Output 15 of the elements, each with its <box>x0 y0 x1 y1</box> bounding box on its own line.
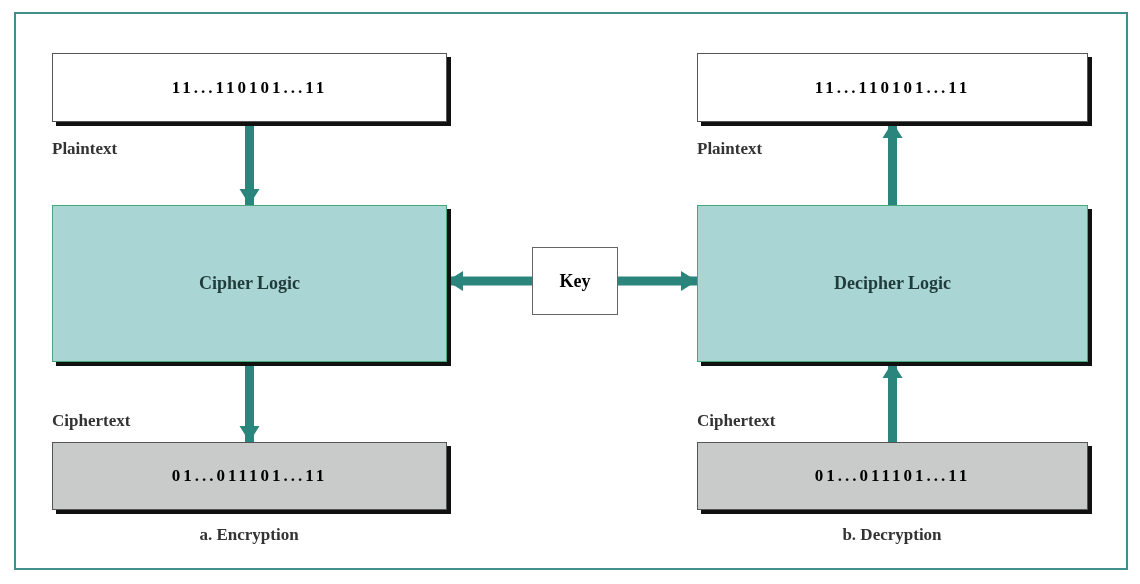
box-text: 01...011101...11 <box>814 465 971 488</box>
data-label: Plaintext <box>697 138 763 160</box>
box-text: Cipher Logic <box>198 272 301 295</box>
data-label: Ciphertext <box>697 410 776 432</box>
box-text: Key <box>559 269 591 293</box>
panel-caption: a. Encryption <box>199 524 299 546</box>
arrow <box>618 271 697 291</box>
box-text: 11...110101...11 <box>814 76 971 99</box>
box-text: 11...110101...11 <box>171 76 328 99</box>
panel-caption: b. Decryption <box>842 524 942 546</box>
box-text: 01...011101...11 <box>171 465 328 488</box>
data-label: Plaintext <box>52 138 118 160</box>
key-box <box>532 247 618 315</box>
data-label: Ciphertext <box>52 410 131 432</box>
box-text: Decipher Logic <box>833 272 952 295</box>
